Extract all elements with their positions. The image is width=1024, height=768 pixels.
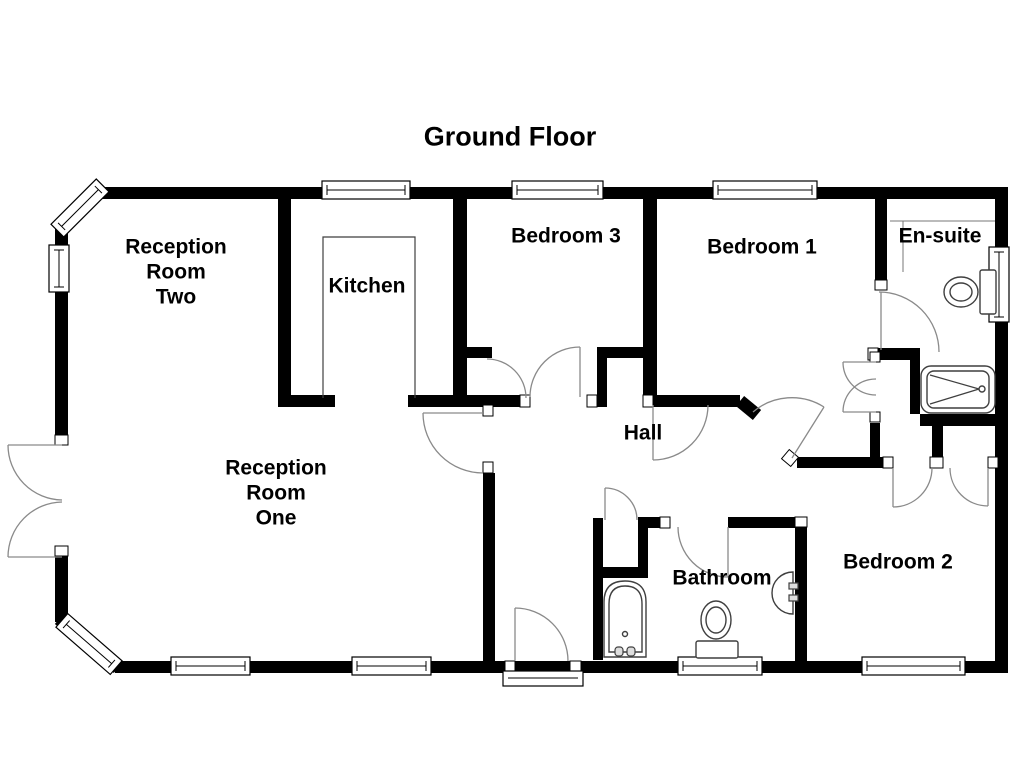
door-swing: [486, 358, 527, 399]
window: [48, 244, 70, 293]
cupboard-door-swing: [604, 487, 638, 521]
wall: [593, 518, 603, 660]
room-label-hall: Hall: [624, 421, 663, 446]
wall: [797, 457, 883, 468]
closet-door-swing: [949, 467, 989, 507]
room-label-reception-room-one: Reception Room One: [225, 456, 327, 531]
doors: [7, 291, 989, 687]
wall: [910, 350, 920, 414]
closet-door-swing: [892, 467, 933, 508]
room-label-en-suite: En-suite: [899, 224, 982, 249]
interior-walls: [278, 199, 1008, 661]
vanity-outline: [890, 220, 995, 272]
wall: [597, 347, 607, 407]
door-jamb: [874, 279, 888, 291]
room-label-line: Two: [155, 285, 197, 309]
room-label-bedroom-1: Bedroom 1: [707, 235, 817, 260]
room-label-line: Reception: [125, 235, 227, 259]
door-swing: [752, 397, 825, 459]
door-swing: [529, 346, 581, 398]
wall: [453, 199, 467, 407]
room-label-bathroom: Bathroom: [672, 566, 771, 591]
ensuite-toilet: [943, 269, 997, 315]
wall: [638, 517, 660, 528]
wall: [728, 517, 797, 528]
wall: [932, 426, 943, 458]
room-label-reception-room-two: Reception Room Two: [125, 235, 227, 310]
door-jambs: [54, 279, 999, 674]
wash-basin: [771, 571, 799, 615]
wall: [653, 395, 740, 407]
room-label-line: Bedroom 1: [707, 235, 817, 259]
door-jamb: [929, 456, 944, 469]
fixtures: [322, 220, 997, 659]
room-label-line: Room: [246, 481, 306, 505]
wall: [483, 473, 495, 661]
room-label-line: Bedroom 3: [511, 224, 621, 248]
door-jamb: [482, 461, 494, 474]
door-jamb: [659, 516, 671, 529]
door-jamb: [54, 434, 69, 446]
wall: [278, 199, 291, 402]
wall: [593, 567, 648, 578]
wall: [643, 199, 657, 397]
door-jamb: [987, 456, 999, 469]
bathroom-toilet: [695, 600, 739, 659]
room-label-line: En-suite: [898, 224, 982, 248]
room-label-line: One: [255, 506, 297, 530]
window: [55, 612, 123, 676]
wall: [870, 423, 880, 458]
wall: [920, 414, 1008, 426]
window: [170, 656, 251, 676]
door-jamb: [519, 394, 531, 408]
wall: [115, 661, 1008, 673]
bathtub: [603, 580, 647, 658]
wall: [55, 556, 68, 622]
window: [351, 656, 432, 676]
room-label-line: Reception: [225, 456, 327, 480]
room-label-line: Bedroom 2: [843, 550, 953, 574]
door-jamb: [586, 394, 598, 408]
wall: [638, 518, 648, 578]
room-label-bedroom-2: Bedroom 2: [843, 550, 953, 575]
wall: [875, 199, 887, 290]
wardrobe-doors: [842, 361, 877, 413]
door-jamb: [869, 351, 881, 363]
door-jamb: [882, 456, 894, 469]
door-jamb: [54, 545, 69, 557]
kitchen-counter: [322, 236, 416, 398]
door-jamb: [794, 516, 808, 528]
room-label-bedroom-3: Bedroom 3: [511, 224, 621, 249]
wall: [868, 348, 920, 360]
french-doors: [7, 444, 63, 558]
angled-wall: [735, 395, 762, 421]
room-label-line: Bathroom: [672, 566, 772, 590]
wall: [467, 347, 492, 358]
window: [50, 178, 110, 238]
room-label-line: Kitchen: [328, 274, 406, 298]
door-swing: [677, 526, 729, 578]
wall: [795, 527, 807, 661]
window: [321, 180, 411, 200]
door-jamb: [482, 404, 494, 417]
door-jamb: [642, 394, 654, 408]
wall: [278, 395, 335, 407]
room-label-line: Hall: [623, 421, 663, 445]
room-label-line: Room: [146, 260, 206, 284]
shower-tray: [920, 365, 996, 414]
window: [677, 656, 763, 676]
back-door-swing: [502, 607, 584, 687]
room-label-kitchen: Kitchen: [328, 274, 405, 299]
window: [861, 656, 966, 676]
door-swing: [878, 291, 940, 353]
door-swing: [652, 404, 709, 461]
door-jamb: [869, 411, 881, 423]
window: [712, 180, 818, 200]
door-swing: [422, 412, 484, 474]
wall: [597, 347, 643, 358]
window: [511, 180, 604, 200]
plan-title: Ground Floor: [423, 121, 597, 152]
